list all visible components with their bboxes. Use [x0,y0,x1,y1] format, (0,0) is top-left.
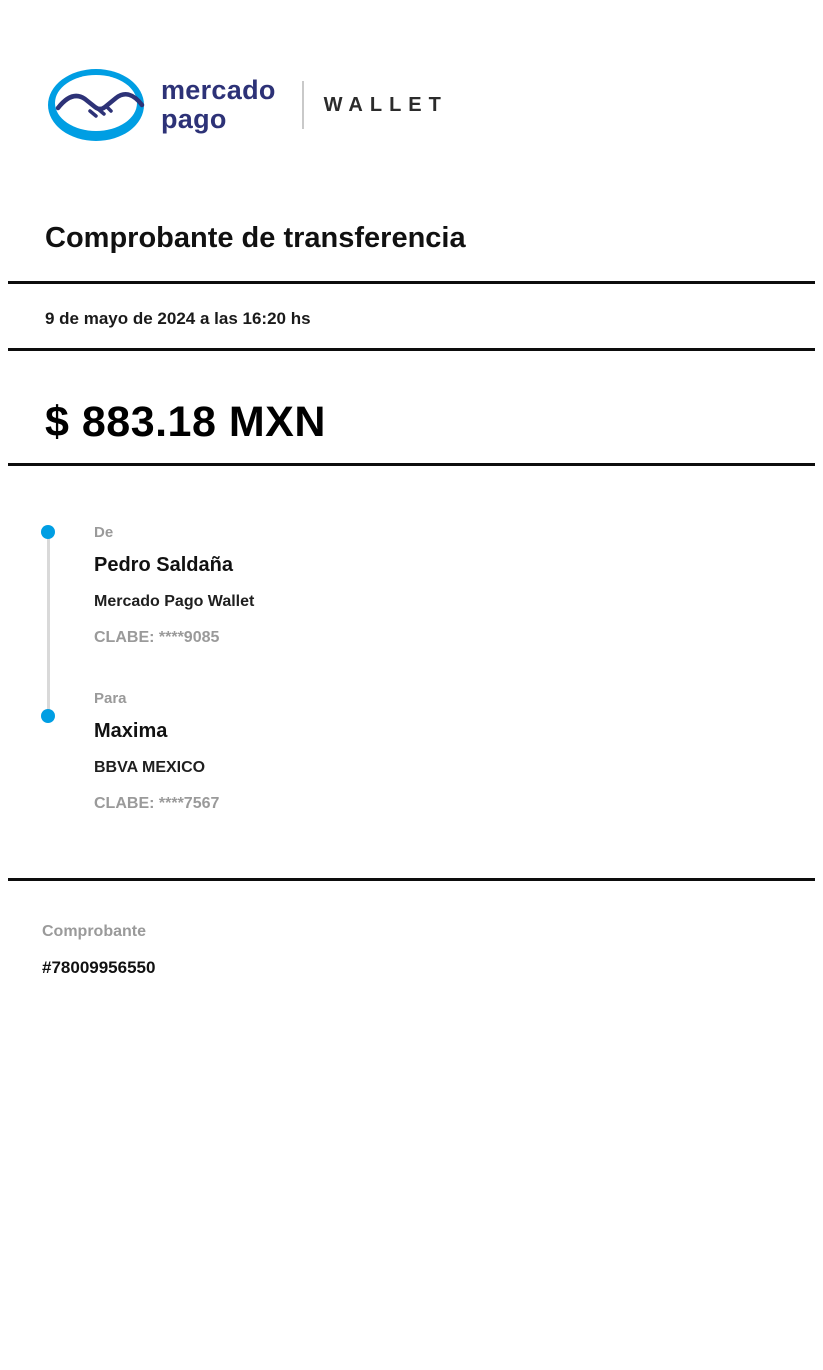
header-vertical-divider [301,81,304,129]
recipient-name: Maxima [94,720,168,742]
brand-wordmark: mercado pago [161,76,276,134]
sender-name: Pedro Saldaña [94,554,233,576]
transfer-amount: $ 883.18 MXN [45,398,326,446]
mercadopago-logo [48,69,145,141]
voucher-section: Comprobante #78009956550 [42,923,155,978]
divider [8,463,815,466]
recipient-institution: BBVA MEXICO [94,759,206,776]
transfer-timeline [41,525,55,725]
transfer-datetime: 9 de mayo de 2024 a las 16:20 hs [45,309,311,328]
recipient-clabe: CLABE: ****7567 [94,795,220,812]
handshake-icon [55,92,145,118]
sender-institution: Mercado Pago Wallet [94,593,255,610]
sender-clabe: CLABE: ****9085 [94,629,220,646]
divider [8,281,815,284]
timeline-dot-recipient-icon [41,709,55,723]
recipient-block: Para Maxima BBVA MEXICO CLABE: ****7567 [94,690,823,813]
brand-wordmark-line1: mercado [161,75,276,105]
voucher-label: Comprobante [42,923,146,940]
sender-block: De Pedro Saldaña Mercado Pago Wallet CLA… [94,524,823,647]
recipient-label: Para [94,690,127,707]
parties-section: De Pedro Saldaña Mercado Pago Wallet CLA… [0,524,823,813]
sender-label: De [94,524,114,541]
timeline-dot-sender-icon [41,525,55,539]
brand-wordmark-line2: pago [161,104,227,134]
divider [8,878,815,881]
timeline-connector [46,535,50,713]
voucher-number: #78009956550 [42,958,156,977]
divider [8,348,815,351]
product-name: WALLET [323,93,448,116]
brand-header: mercado pago WALLET [45,66,448,144]
page-title: Comprobante de transferencia [45,222,466,254]
